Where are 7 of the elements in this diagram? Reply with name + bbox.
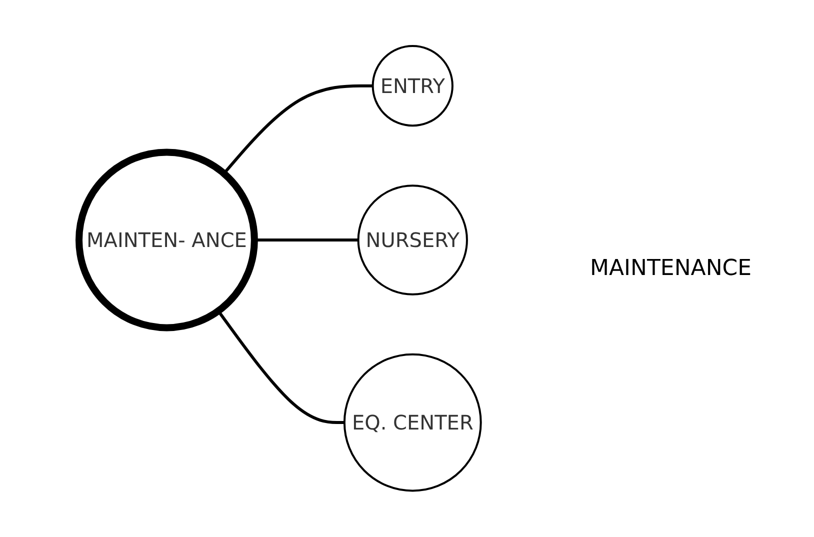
node-circle: ENTRY xyxy=(372,45,454,127)
node-circle: EQ. CENTER xyxy=(344,353,482,492)
connector xyxy=(217,310,345,424)
connector xyxy=(222,84,373,175)
side-label: MAINTENANCE xyxy=(590,256,753,281)
node-circle: NURSERY xyxy=(357,184,468,296)
node-circle: MAINTEN- ANCE xyxy=(76,148,258,332)
